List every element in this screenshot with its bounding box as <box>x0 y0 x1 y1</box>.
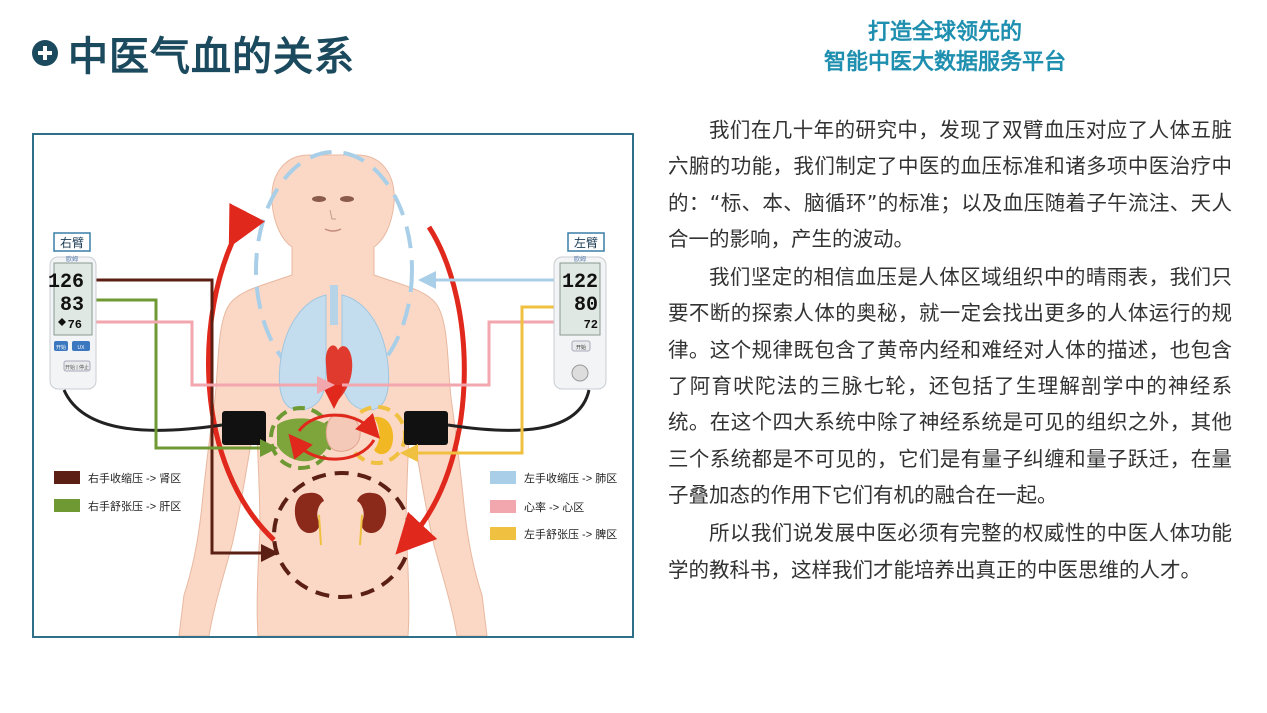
legend-swatch-lung <box>490 471 516 484</box>
right-monitor-btn1: 开始 <box>56 344 66 351</box>
right-systolic: 126 <box>48 271 84 294</box>
left-arm-label-box: 左臂 <box>568 233 604 251</box>
left-eye-icon <box>312 196 326 202</box>
legend-swatch-spleen <box>490 527 516 540</box>
legend-swatch-kidney <box>54 471 80 484</box>
right-monitor-btn2: UX <box>78 345 86 351</box>
left-monitor-brand: 欧姆 <box>574 255 586 263</box>
legend-label-liver: 右手舒张压 -> 肝区 <box>88 499 181 513</box>
left-pulse: 72 <box>584 318 598 332</box>
slogan-line-1: 打造全球领先的 <box>760 18 1130 48</box>
plus-circle-icon <box>32 40 58 66</box>
left-arm-bp-monitor: 欧姆 122 80 72 开始 <box>554 255 606 389</box>
left-cuff-tube <box>448 390 589 430</box>
legend-swatch-heart <box>490 500 516 513</box>
paragraph-2: 我们坚定的相信血压是人体区域组织中的晴雨表，我们只要不断的探索人体的奥秘，就一定… <box>668 259 1232 513</box>
doctor-avatar-icon <box>572 365 588 381</box>
legend-label-lung: 左手收缩压 -> 肺区 <box>524 471 617 485</box>
page-title: 中医气血的关系 <box>68 24 355 82</box>
legend-label-spleen: 左手舒张压 -> 脾区 <box>524 527 617 541</box>
right-cuff-tube <box>64 390 222 430</box>
paragraph-1: 我们在几十年的研究中，发现了双臂血压对应了人体五脏六腑的功能，我们制定了中医的血… <box>668 112 1232 257</box>
legend-label-kidney: 右手收缩压 -> 肾区 <box>88 471 181 485</box>
diagram-svg: 右臂 左臂 欧姆 126 83 76 开始 UX 开始 | 停止 欧姆 <box>34 135 632 636</box>
paragraph-3: 所以我们说发展中医必须有完整的权威性的中医人体功能学的教科书，这样我们才能培养出… <box>668 515 1232 588</box>
left-arm-label: 左臂 <box>574 235 598 250</box>
right-arm-label-box: 右臂 <box>54 233 90 251</box>
left-arm-cuff <box>404 411 448 445</box>
legend-swatch-liver <box>54 499 80 512</box>
slogan: 打造全球领先的 智能中医大数据服务平台 <box>760 18 1130 78</box>
right-arm-cuff <box>222 411 266 445</box>
slogan-line-2: 智能中医大数据服务平台 <box>760 48 1130 78</box>
right-monitor-brand: 欧姆 <box>66 255 78 263</box>
left-diastolic: 80 <box>574 294 598 317</box>
left-monitor-btn1: 开始 <box>576 344 586 351</box>
left-systolic: 122 <box>562 271 598 294</box>
legend-label-heart: 心率 -> 心区 <box>524 500 584 514</box>
page-title-group: 中医气血的关系 <box>32 24 355 82</box>
blood-pressure-body-diagram: 右臂 左臂 欧姆 126 83 76 开始 UX 开始 | 停止 欧姆 <box>32 133 634 638</box>
legend-right: 左手收缩压 -> 肺区 心率 -> 心区 左手舒张压 -> 脾区 <box>490 471 617 541</box>
legend-left: 右手收缩压 -> 肾区 右手舒张压 -> 肝区 <box>54 471 181 513</box>
right-monitor-btn3: 开始 | 停止 <box>65 364 89 371</box>
body-text: 我们在几十年的研究中，发现了双臂血压对应了人体五脏六腑的功能，我们制定了中医的血… <box>668 112 1232 590</box>
right-arm-bp-monitor: 欧姆 126 83 76 开始 UX 开始 | 停止 <box>48 255 96 389</box>
right-diastolic: 83 <box>60 294 84 317</box>
right-pulse: 76 <box>68 318 82 332</box>
right-eye-icon <box>340 196 354 202</box>
right-arm-label: 右臂 <box>60 235 84 250</box>
